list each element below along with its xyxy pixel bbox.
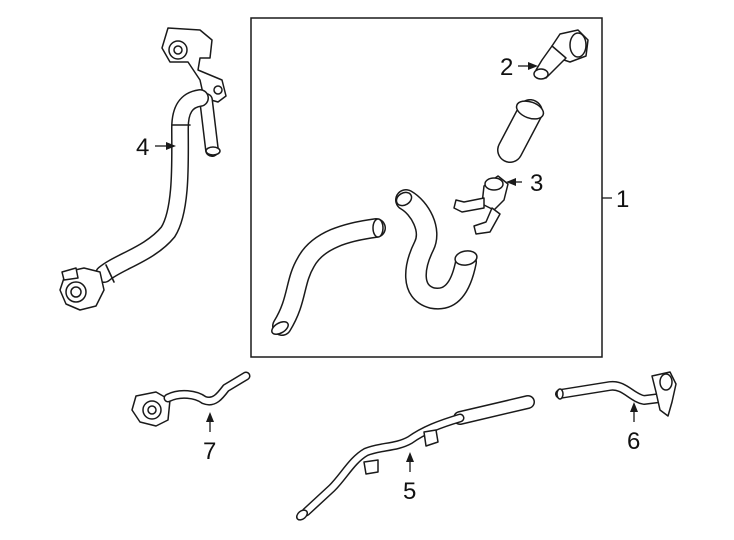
callout-5-arrowhead (406, 452, 414, 462)
short-hose (497, 99, 545, 163)
callout-6: 6 (627, 428, 640, 455)
callout-4: 4 (136, 134, 149, 161)
callout-3: 3 (530, 170, 543, 197)
callout-6-arrowhead (630, 402, 638, 412)
callout-5: 5 (403, 478, 416, 505)
callout-2-arrowhead (528, 62, 538, 70)
callout-3-arrowhead (506, 178, 516, 186)
part-2-elbow-connector (533, 29, 589, 80)
part-5-long-tube (295, 395, 535, 521)
part-7-bent-tube (131, 371, 251, 427)
callout-1: 1 (616, 186, 629, 213)
callout-2: 2 (500, 54, 513, 81)
part-4-hose-assembly (59, 27, 227, 311)
s-bend-hose (395, 189, 478, 310)
callout-7: 7 (203, 438, 216, 465)
callout-4-arrowhead (166, 142, 176, 150)
part-6-bent-tube (555, 371, 677, 417)
callout-7-arrowhead (206, 412, 214, 422)
part-3-y-connector (453, 175, 509, 235)
long-bent-hose (271, 218, 386, 336)
kit-frame (250, 17, 603, 358)
